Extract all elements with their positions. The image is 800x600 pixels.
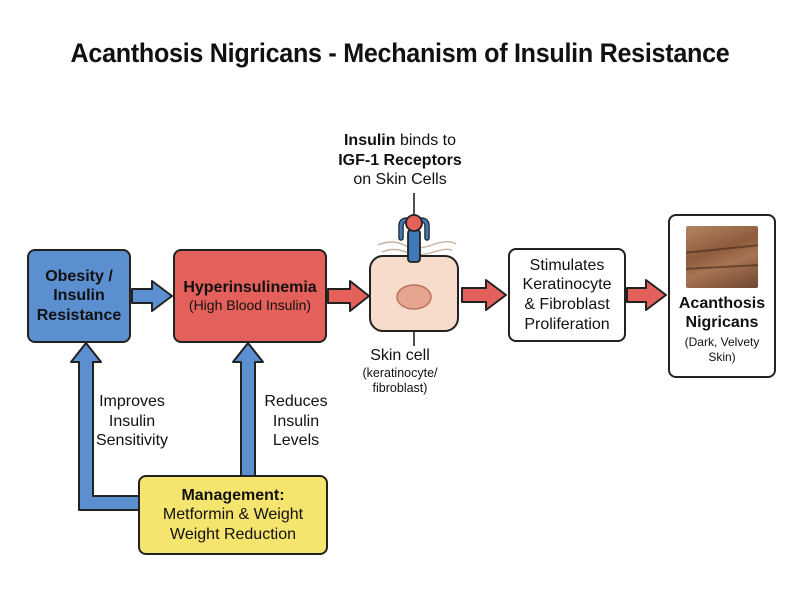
obesity-insulin-resistance-box: Obesity / Insulin Resistance [27,249,131,343]
hyperinsulinemia-sublabel: (High Blood Insulin) [188,297,312,314]
acanthosis-label-line2: Nigricans [685,314,759,332]
improves-line3: Sensitivity [95,432,169,450]
diagram-title: Acanthosis Nigricans - Mechanism of Insu… [70,38,730,68]
management-label: Management: [181,486,285,504]
hyperinsulinemia-box: Hyperinsulinemia (High Blood Insulin) [173,249,327,343]
improves-line2: Insulin [108,412,156,430]
obesity-label-line3: Resistance [36,306,122,324]
skin-cell-label-line3: fibroblast) [372,380,428,395]
binding-label-bold: Insulin [343,132,396,149]
dark-skin-image [686,226,758,288]
reduces-levels-label: Reduces Insulin Levels [248,392,344,451]
binding-label-line3: on Skin Cells [353,171,447,189]
obesity-label-line1: Obesity / [45,267,113,285]
acanthosis-label-line1: Acanthosis [678,295,766,312]
hyperinsulinemia-to-skin-cell-arrow [327,280,370,312]
cell-nucleus [396,284,432,310]
acanthosis-sublabel-line1: (Dark, Velvety [684,335,760,350]
skin-cell-to-stimulates-arrow [461,279,507,311]
skin-cell-label-line2: (keratinocyte/ [362,365,438,380]
proliferation-line3: & Fibroblast [524,296,610,313]
acanthosis-sublabel-line2: Skin) [708,350,736,365]
hyperinsulinemia-label: Hyperinsulinemia [183,278,317,296]
management-box: Management: Metformin & Weight Weight Re… [138,475,328,555]
obesity-to-hyperinsulinemia-arrow [131,280,173,312]
improves-line1: Improves [99,393,165,410]
management-line2: Metformin & Weight [162,506,304,524]
management-to-hyperinsulinemia-arrow [232,342,264,477]
management-line3: Weight Reduction [170,525,296,543]
reduces-line3: Levels [272,432,320,450]
obesity-label-line2: Insulin [53,287,105,305]
proliferation-line4: Proliferation [524,315,610,333]
skin-cell-label: Skin cell (keratinocyte/ fibroblast) [345,346,455,396]
skin-cell-illustration [369,193,459,346]
reduces-line2: Insulin [272,412,320,430]
proliferation-line1: Stimulates [529,256,605,274]
stimulates-to-acanthosis-arrow [626,279,667,311]
proliferation-line2: Keratinocyte [522,276,612,294]
proliferation-box: Stimulates Keratinocyte & Fibroblast Pro… [508,248,626,342]
improves-sensitivity-label: Improves Insulin Sensitivity [80,392,184,451]
binding-label-receptors: IGF-1 Receptors [338,151,462,169]
acanthosis-nigricans-box: Acanthosis Nigricans (Dark, Velvety Skin… [668,214,776,378]
skin-cell-label-line1: Skin cell [370,347,430,364]
reduces-line1: Reduces [264,393,328,410]
binding-label-rest: binds to [395,132,457,149]
management-to-obesity-arrow [70,342,140,511]
insulin-binding-label: Insulin binds to IGF-1 Receptors on Skin… [330,131,470,190]
insulin-molecule-icon [405,214,423,232]
